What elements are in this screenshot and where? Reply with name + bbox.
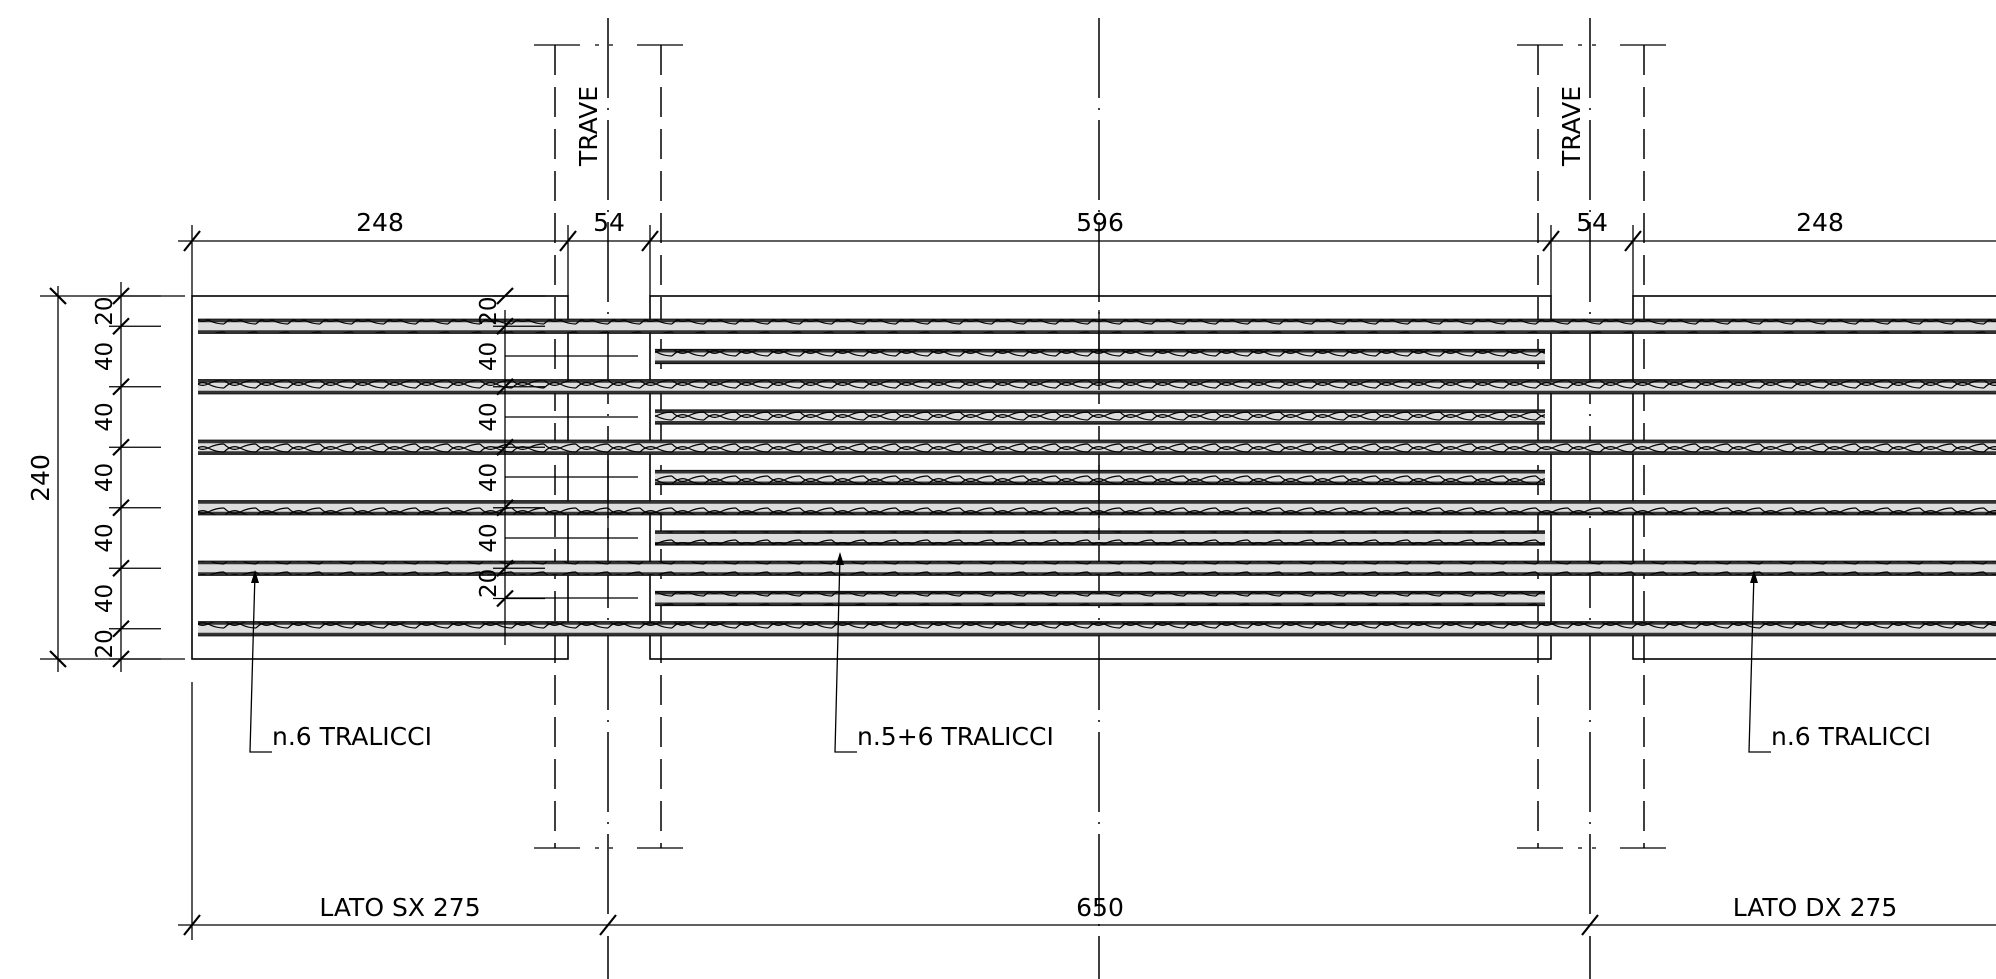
truss-row-long (198, 318, 1996, 334)
middle-spacing-label: 20 (476, 569, 502, 598)
top-dim-left: 248 (356, 208, 404, 237)
left-spacing-label: 40 (92, 402, 118, 431)
left-spacing-label: 40 (92, 584, 118, 613)
middle-spacings: 20 40 40 40 40 20 (476, 287, 545, 608)
bottom-dim-left: LATO SX 275 (319, 893, 480, 922)
panel-middle (649, 295, 1552, 660)
truss-row-short (655, 469, 1545, 486)
truss-label-right: n.6 TRALICCI (1771, 722, 1931, 751)
left-dim-total: 240 (26, 454, 55, 502)
middle-spacing-label: 40 (476, 402, 502, 431)
top-dim-right: 248 (1796, 208, 1844, 237)
truss-row-long (198, 560, 1996, 576)
middle-guides (505, 310, 1100, 599)
truss-row-long (198, 621, 1996, 637)
top-dim-middle: 596 (1076, 208, 1124, 237)
truss-row-long (198, 500, 1996, 516)
left-spacing-label: 40 (92, 342, 118, 371)
panel-right (1632, 295, 1996, 660)
bottom-dim-middle: 650 (1076, 893, 1124, 922)
bottom-dim-right: LATO DX 275 (1733, 893, 1898, 922)
truss-row-short (655, 590, 1545, 607)
truss-label-left: n.6 TRALICCI (272, 722, 432, 751)
middle-spacing-label: 20 (476, 296, 502, 325)
truss-row-long (198, 379, 1996, 395)
left-spacing-label: 40 (92, 463, 118, 492)
middle-spacing-label: 40 (476, 342, 502, 371)
left-spacings: 20 40 40 40 40 40 20 (92, 287, 161, 668)
truss-label-middle: n.5+6 TRALICCI (857, 722, 1054, 751)
truss-row-short (655, 530, 1545, 546)
truss-rows (198, 318, 1996, 637)
truss-row-short (655, 409, 1545, 425)
beam-label-left: TRAVE (574, 86, 603, 167)
left-spacing-label: 20 (92, 296, 118, 325)
beam-label-right: TRAVE (1557, 86, 1586, 167)
truss-row-short (655, 348, 1545, 365)
top-dimension-line (178, 225, 1996, 296)
top-dim-beam-right: 54 (1576, 208, 1608, 237)
bottom-dimension-line (178, 682, 1996, 940)
left-spacing-label: 20 (92, 629, 118, 658)
middle-spacing-label: 40 (476, 523, 502, 552)
truss-leaders (249, 552, 1771, 753)
middle-spacing-label: 40 (476, 463, 502, 492)
left-spacing-label: 40 (92, 523, 118, 552)
truss-row-long (198, 439, 1996, 455)
top-dim-beam-left: 54 (593, 208, 625, 237)
